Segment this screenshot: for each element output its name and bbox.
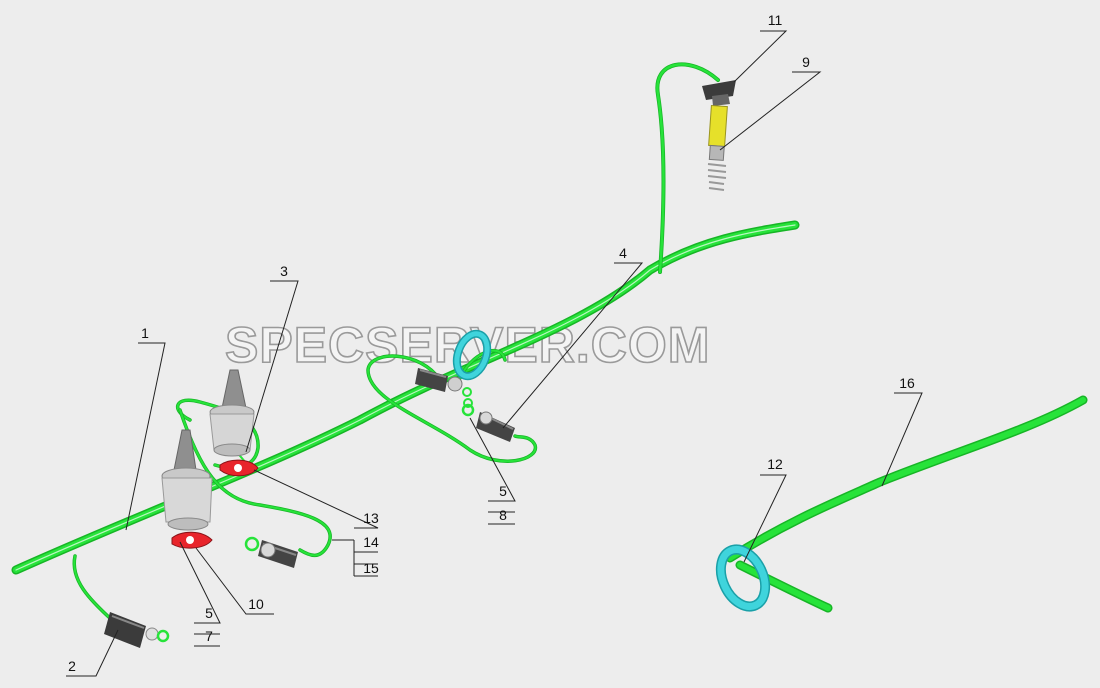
valve-body-main bbox=[161, 429, 213, 531]
valve-body-3 bbox=[209, 369, 255, 457]
callout-12: 12 bbox=[767, 456, 783, 472]
callout-2: 2 bbox=[68, 658, 76, 674]
sensor-9 bbox=[702, 80, 736, 191]
fitting-left-15 bbox=[244, 536, 298, 568]
clip-10 bbox=[171, 531, 213, 549]
callout-7: 7 bbox=[205, 628, 213, 644]
sensor-branch-tube bbox=[655, 62, 720, 274]
callout-14: 14 bbox=[363, 534, 379, 550]
callout-3: 3 bbox=[280, 263, 288, 279]
leader-lines bbox=[66, 30, 923, 677]
fitting-center-lower bbox=[461, 398, 515, 442]
callout-labels: 1 2 3 4 5 8 5 7 9 10 11 12 13 14 15 16 bbox=[68, 12, 915, 674]
callout-1: 1 bbox=[141, 325, 149, 341]
callout-5-upper: 5 bbox=[499, 483, 507, 499]
fitting-center-upper bbox=[415, 368, 472, 397]
callout-11: 11 bbox=[768, 12, 783, 28]
callout-9: 9 bbox=[802, 54, 810, 70]
washer-ring-12 bbox=[715, 544, 771, 612]
tube-16 bbox=[725, 395, 1088, 613]
callout-4: 4 bbox=[619, 245, 627, 261]
fitting-2 bbox=[104, 612, 170, 648]
clip-13 bbox=[219, 459, 259, 477]
watermark-text: SPECSERVER.COM bbox=[225, 317, 710, 373]
callout-13: 13 bbox=[363, 510, 379, 526]
washer-ring-center bbox=[452, 329, 492, 381]
callout-8: 8 bbox=[499, 507, 507, 523]
callout-15: 15 bbox=[363, 560, 379, 576]
main-tube bbox=[11, 220, 800, 575]
callout-5-lower: 5 bbox=[205, 605, 213, 621]
callout-16: 16 bbox=[899, 375, 915, 391]
callout-10: 10 bbox=[248, 596, 264, 612]
